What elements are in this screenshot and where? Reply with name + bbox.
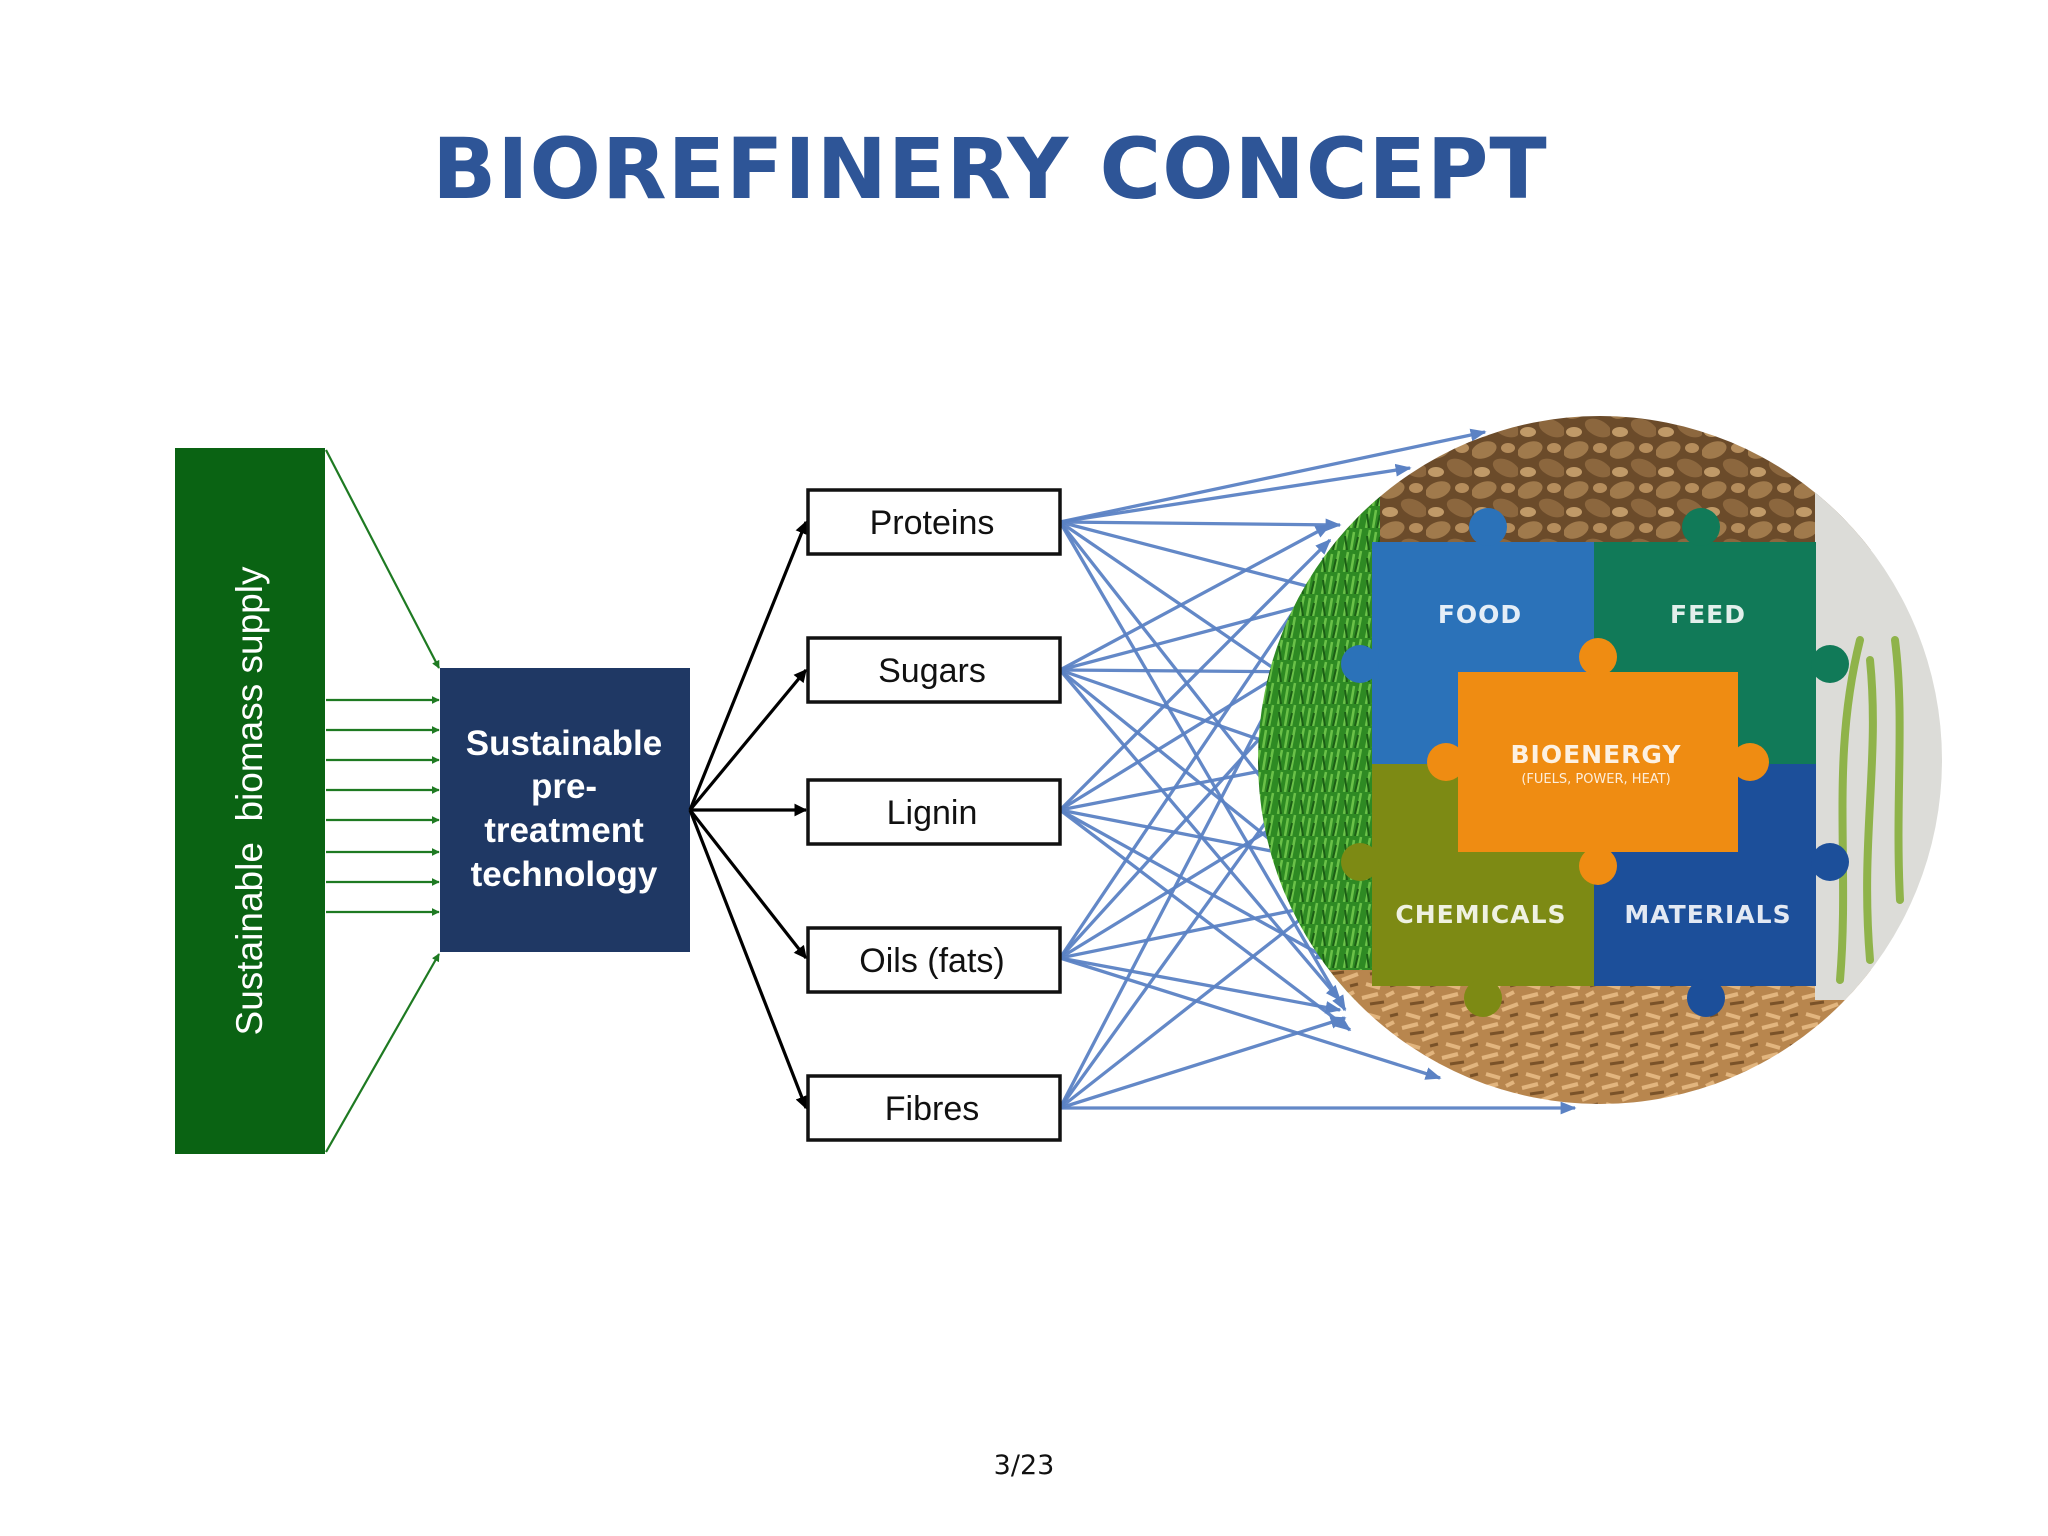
component-oils: Oils (fats) — [806, 926, 1062, 994]
product-arrow-28 — [1058, 898, 1327, 1110]
product-feed-label: FEED — [1670, 600, 1746, 629]
component-proteins-label: Proteins — [870, 504, 995, 542]
algae-strands — [1836, 636, 1904, 984]
product-arrow-8 — [1059, 523, 1332, 672]
slide-title: BIOREFINERY CONCEPT — [432, 120, 1548, 218]
tech-line-3: treatment — [484, 811, 644, 850]
product-arrow-23 — [1059, 901, 1322, 960]
page-number: 3/23 — [993, 1450, 1055, 1481]
components-column: Proteins Sugars Lignin Oils (fats) Fibre… — [806, 488, 1062, 1142]
biomass-supply-label: Sustainable biomass supply — [229, 566, 270, 1035]
product-bioenergy-sublabel: (FUELS, POWER, HEAT) — [1521, 772, 1670, 787]
arrow-to-sugars — [688, 668, 808, 812]
product-arrow-14 — [1058, 538, 1332, 812]
product-arrow-19 — [1059, 808, 1352, 1032]
product-arrow-3 — [1059, 518, 1342, 532]
pretreatment-technology-block: Sustainable pre- treatment technology — [440, 668, 690, 952]
product-materials-label: MATERIALS — [1624, 900, 1791, 929]
product-arrow-4 — [1059, 520, 1332, 595]
component-fibres: Fibres — [806, 1074, 1062, 1142]
product-arrow-2 — [1059, 463, 1412, 524]
component-fibres-label: Fibres — [885, 1090, 979, 1128]
product-arrow-29 — [1059, 1016, 1347, 1110]
tech-to-components-arrows — [688, 520, 808, 1110]
component-lignin-label: Lignin — [887, 794, 978, 832]
biomass-supply-block: Sustainable biomass supply — [175, 448, 325, 1154]
component-lignin: Lignin — [806, 778, 1062, 846]
component-sugars: Sugars — [806, 636, 1062, 704]
tech-line-2: pre- — [531, 767, 597, 806]
products-circle: FOOD FEED CHEMICALS MATERIALS BIOENERG — [1258, 416, 1942, 1104]
arrow-to-oils — [688, 809, 808, 960]
product-arrow-25 — [1059, 956, 1442, 1080]
component-proteins: Proteins — [806, 488, 1062, 556]
product-arrow-24 — [1059, 956, 1342, 1014]
product-chemicals-label: CHEMICALS — [1395, 900, 1566, 929]
tech-line-1: Sustainable — [466, 724, 662, 763]
algae-photo — [1815, 480, 1942, 1000]
product-arrow-13 — [1058, 668, 1342, 1002]
tech-line-4: technology — [471, 855, 658, 894]
supply-arrow-top — [325, 449, 440, 669]
component-oils-label: Oils (fats) — [859, 942, 1004, 980]
puzzle-bioenergy: BIOENERGY (FUELS, POWER, HEAT) — [1427, 638, 1769, 885]
product-arrow-18 — [1059, 808, 1332, 962]
product-arrow-1 — [1059, 428, 1487, 524]
supply-arrow-bottom — [325, 953, 440, 1153]
product-arrow-9 — [1059, 597, 1327, 672]
product-arrow-7 — [1058, 521, 1347, 1012]
arrow-to-proteins — [688, 520, 808, 811]
product-bioenergy-label: BIOENERGY — [1510, 740, 1681, 769]
supply-to-tech-arrows — [325, 449, 440, 1153]
product-food-label: FOOD — [1438, 600, 1522, 629]
component-sugars-label: Sugars — [878, 652, 986, 690]
arrow-to-fibres — [688, 809, 808, 1110]
